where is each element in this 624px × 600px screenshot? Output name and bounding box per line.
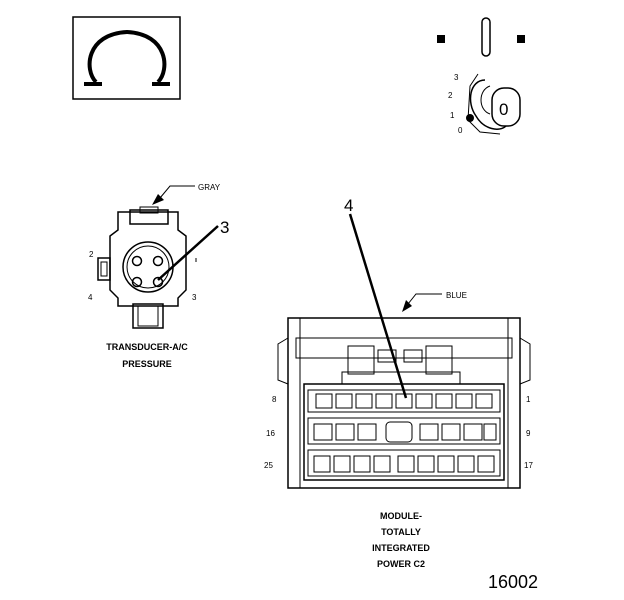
module-connector: BLUE (264, 196, 533, 569)
module-pin-8-label: 8 (272, 395, 277, 404)
ignition-key-label: 0 (499, 100, 508, 119)
transducer-pin-4-label: 4 (88, 293, 93, 302)
transducer-name-line2: PRESSURE (122, 359, 172, 369)
module-name-line3: INTEGRATED (372, 543, 430, 553)
ignition-position-3: 3 (454, 73, 459, 82)
module-name-line1: MODULE- (380, 511, 422, 521)
figure-number: 16002 (488, 572, 538, 592)
transducer-pin-3-label: 3 (192, 293, 197, 302)
module-callout: 4 (344, 196, 353, 215)
ignition-position-2: 2 (448, 91, 453, 100)
module-pin-25-label: 25 (264, 461, 273, 470)
transducer-connector-icon (97, 206, 197, 329)
ignition-key-switch-icon (437, 17, 525, 135)
module-connector-icon (277, 317, 531, 489)
module-pin-17-label: 17 (524, 461, 533, 470)
module-color-label: BLUE (446, 291, 467, 300)
transducer-name-line1: TRANSDUCER-A/C (106, 342, 188, 352)
transducer-color-label: GRAY (198, 183, 221, 192)
omega-icon (84, 29, 170, 86)
module-name-line2: TOTALLY (381, 527, 421, 537)
ignition-switch: 3 2 1 0 0 (437, 17, 525, 135)
transducer-callout: 3 (220, 218, 229, 237)
module-pin-9-label: 9 (526, 429, 531, 438)
transducer-connector: GRAY 2 4 3 3 TRANSDUCER-A/C PRESSURE (88, 183, 229, 369)
module-pin-16-label: 16 (266, 429, 275, 438)
ignition-position-0: 0 (458, 126, 463, 135)
transducer-pin-2-label: 2 (89, 250, 94, 259)
ohmmeter-symbol (72, 16, 181, 100)
module-pin-1-label: 1 (526, 395, 531, 404)
ignition-position-1: 1 (450, 111, 455, 120)
module-name-line4: POWER C2 (377, 559, 425, 569)
